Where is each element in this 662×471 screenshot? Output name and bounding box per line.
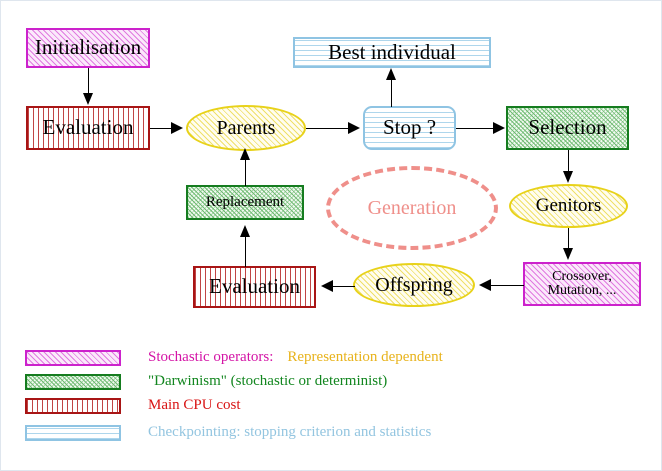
node-initialisation[interactable]: Initialisation	[26, 28, 150, 68]
node-operators[interactable]: Crossover, Mutation, ...	[523, 262, 641, 306]
legend-swatch-red	[25, 397, 121, 414]
node-initialisation-label: Initialisation	[34, 35, 142, 60]
legend-text-group-stochastic: Stochastic operators: Representation depe…	[148, 349, 443, 366]
arrowhead-initialisation-to-evaluation	[83, 93, 93, 105]
legend-label-representation-dependent: Representation dependent	[287, 349, 443, 365]
legend-row-cpu-cost: Main CPU cost	[25, 397, 241, 414]
node-evaluation-bottom-label: Evaluation	[209, 274, 300, 299]
arrowhead-operators-to-offspring	[479, 279, 491, 291]
node-selection[interactable]: Selection	[506, 106, 629, 150]
edge-offspring-to-evaluation	[331, 286, 355, 287]
edge-replacement-to-parents	[245, 156, 246, 186]
legend-swatch-green	[25, 373, 121, 390]
node-stop[interactable]: Stop ?	[363, 106, 456, 150]
node-best-individual-label: Best individual	[328, 39, 456, 64]
edge-stop-to-best-individual	[391, 74, 392, 107]
edge-selection-to-genitors	[568, 150, 569, 174]
edge-stop-to-selection	[456, 128, 496, 129]
node-offspring[interactable]: Offspring	[353, 263, 475, 307]
arrowhead-evaluation-to-replacement	[240, 225, 250, 237]
node-best-individual[interactable]: Best individual	[293, 37, 491, 68]
edge-operators-to-offspring	[488, 285, 524, 286]
node-selection-label: Selection	[528, 115, 607, 140]
node-offspring-label: Offspring	[375, 273, 453, 296]
node-replacement[interactable]: Replacement	[186, 185, 304, 220]
node-parents-label: Parents	[216, 116, 276, 139]
arrowhead-stop-to-best-individual	[386, 68, 396, 80]
edge-evaluation-to-parents	[150, 128, 174, 129]
legend-row-darwinism: "Darwinism" (stochastic or determinist)	[25, 373, 387, 390]
arrowhead-replacement-to-parents	[240, 148, 250, 160]
legend-label-cpu-cost: Main CPU cost	[148, 397, 241, 413]
node-evaluation-bottom[interactable]: Evaluation	[193, 266, 316, 308]
legend-label-checkpointing: Checkpointing: stopping criterion and st…	[148, 424, 432, 440]
arrowhead-parents-to-stop	[348, 122, 360, 134]
arrowhead-selection-to-genitors	[563, 171, 573, 183]
edge-evaluation-to-replacement	[245, 233, 246, 267]
legend-row-checkpointing: Checkpointing: stopping criterion and st…	[25, 424, 431, 441]
legend-swatch-blue	[25, 424, 121, 441]
legend-label-stochastic-operators: Stochastic operators:	[148, 349, 274, 365]
arrowhead-offspring-to-evaluation	[321, 280, 333, 292]
node-evaluation-top[interactable]: Evaluation	[26, 106, 150, 150]
node-stop-label: Stop ?	[382, 115, 437, 140]
node-evaluation-top-label: Evaluation	[42, 115, 134, 140]
generation-cycle-ellipse: Generation	[326, 166, 498, 250]
arrowhead-stop-to-selection	[493, 122, 505, 134]
edge-initialisation-to-evaluation	[88, 68, 89, 95]
node-operators-label: Crossover, Mutation, ...	[547, 268, 617, 298]
legend-label-darwinism: "Darwinism" (stochastic or determinist)	[148, 373, 388, 389]
node-genitors-label: Genitors	[535, 195, 602, 217]
node-genitors[interactable]: Genitors	[509, 184, 628, 228]
legend-swatch-magenta	[25, 349, 121, 366]
node-parents[interactable]: Parents	[186, 105, 306, 151]
edge-parents-to-stop	[306, 128, 351, 129]
legend-row-stochastic-operators: Stochastic operators: Representation depe…	[25, 349, 443, 366]
arrowhead-evaluation-to-parents	[171, 122, 183, 134]
edge-genitors-to-operators	[568, 228, 569, 250]
arrowhead-genitors-to-operators	[563, 248, 573, 260]
generation-label: Generation	[367, 196, 457, 219]
node-replacement-label: Replacement	[205, 193, 285, 210]
